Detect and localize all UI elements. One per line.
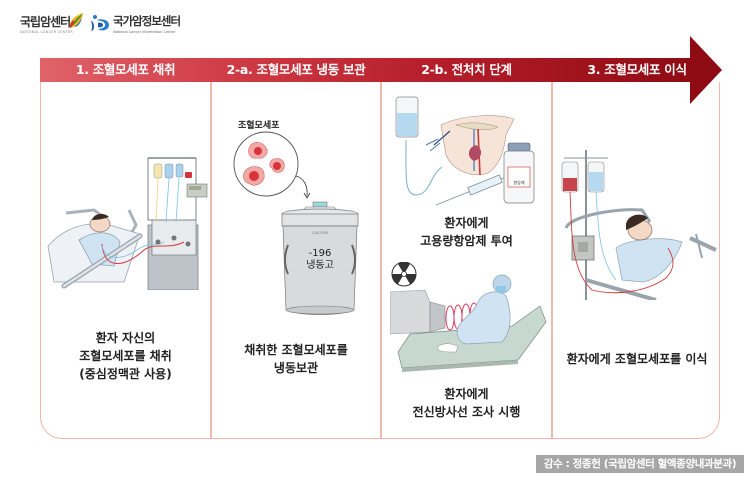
total-body-irradiation-illustration [390, 262, 547, 372]
stem-cell-infusion-illustration [561, 150, 717, 300]
panel-divider [551, 82, 553, 439]
apheresis-machine-patient-bed-illustration [47, 157, 208, 290]
step-2b-label: 2-b. 전처치 단계 [421, 62, 512, 77]
step-2b-chemo-caption: 환자에게 고용량항암제 투여 [381, 214, 552, 250]
caption-line: 환자에게 [444, 216, 489, 230]
iv-chemotherapy-illustration [395, 96, 535, 206]
ncic-logo-name: 국가암정보센터 [113, 14, 181, 28]
caption-line: 환자에게 조혈모세포를 이식 [566, 352, 708, 366]
freezer-temp: -196 [308, 248, 332, 259]
step-3-label: 3. 조혈모세포 이식 [587, 62, 687, 77]
process-arrow-band [40, 58, 692, 82]
step-3-caption: 환자에게 조혈모세포를 이식 [552, 350, 722, 368]
caption-line: 고용량항암제 투여 [420, 234, 513, 248]
step-2a-caption: 채취한 조혈모세포를 냉동보관 [211, 341, 381, 377]
freezer-name: 냉동고 [306, 260, 334, 271]
caption-line: 조혈모세포를 채취 [79, 349, 172, 363]
step-1-caption: 환자 자신의 조혈모세포를 채취 (중심정맥관 사용) [40, 329, 211, 383]
caption-line: 냉동보관 [273, 361, 319, 375]
caption-line: (중심정맥관 사용) [79, 367, 172, 381]
panel-divider [210, 82, 212, 439]
freezer-text: -196 냉동고 [280, 248, 360, 272]
step-2a-label: 2-a. 조혈모세포 냉동 보관 [226, 62, 366, 77]
ncic-logo-subtitle: National Cancer Information Center [113, 30, 176, 34]
stem-cells-label: 조혈모세포 [238, 121, 280, 131]
panel-divider [380, 82, 382, 439]
stem-cells-magnified-icon [233, 131, 311, 199]
caption-line: 환자 자신의 [95, 331, 156, 345]
ncic-logo: 국가암정보센터 National Cancer Information Cent… [113, 13, 193, 37]
cryo-freezer-icon [281, 201, 359, 315]
step-1-label: 1. 조혈모세포 채취 [75, 62, 176, 77]
step-2b-radiation-caption: 환자에게 전신방사선 조사 시행 [381, 385, 552, 421]
chemo-vial-label: 항암제 [513, 180, 525, 185]
caption-line: 채취한 조혈모세포를 [244, 343, 348, 357]
ncic-logo-icon [91, 15, 109, 31]
caption-line: 환자에게 [444, 387, 489, 401]
reviewer-credit: 감수 : 정종헌 (국립암센터 혈액종양내과분과) [536, 455, 744, 473]
ncc-logo: 국립암센터 NATIONAL CANCER CENTER [20, 13, 90, 37]
ncc-logo-name: 국립암센터 [20, 15, 71, 29]
ncc-leaf-logo-icon [69, 13, 83, 28]
freezer-caution-label: CAUTION [312, 231, 328, 235]
caption-line: 전신방사선 조사 시행 [412, 405, 521, 419]
ncc-logo-subtitle: NATIONAL CANCER CENTER [20, 30, 73, 34]
